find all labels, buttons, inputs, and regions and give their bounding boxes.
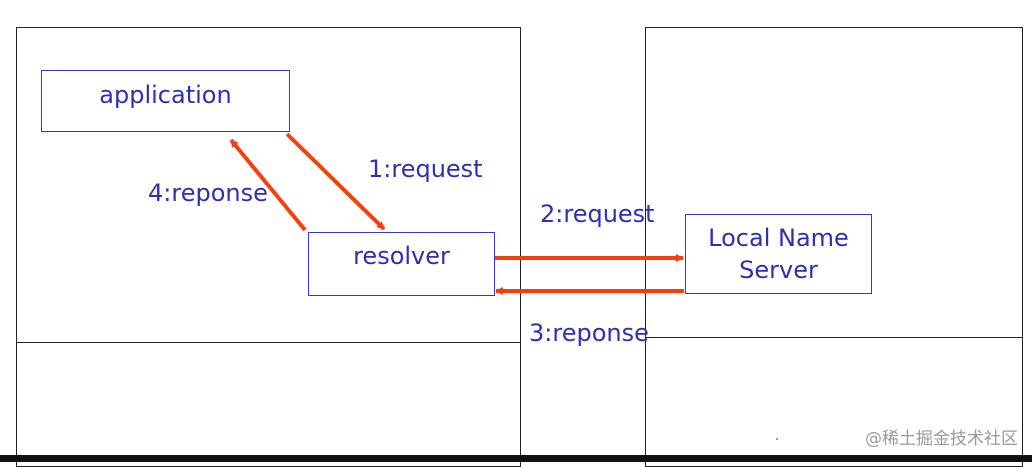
bottom-edge-bar — [0, 455, 1032, 462]
label-1-request: 1:request — [368, 155, 483, 183]
application-label: application — [99, 81, 232, 109]
label-2-request: 2:request — [540, 200, 655, 228]
stray-dot — [776, 438, 778, 440]
local-name-server-box: Local Name Server — [685, 214, 872, 294]
arrow-reponse-resolver-to-application — [229, 138, 307, 232]
server-frame-divider — [645, 337, 1023, 338]
local-name-server-label-line2: Server — [739, 256, 818, 284]
label-4-reponse: 4:reponse — [148, 179, 268, 207]
arrow-request-application-to-resolver — [285, 132, 386, 231]
resolver-label: resolver — [353, 242, 450, 270]
application-box: application — [41, 70, 290, 132]
watermark: @稀土掘金技术社区 — [865, 429, 1018, 449]
local-name-server-label-line1: Local Name — [708, 224, 849, 252]
resolver-box: resolver — [308, 232, 495, 296]
client-frame-divider — [16, 342, 521, 343]
label-3-reponse: 3:reponse — [529, 319, 649, 347]
